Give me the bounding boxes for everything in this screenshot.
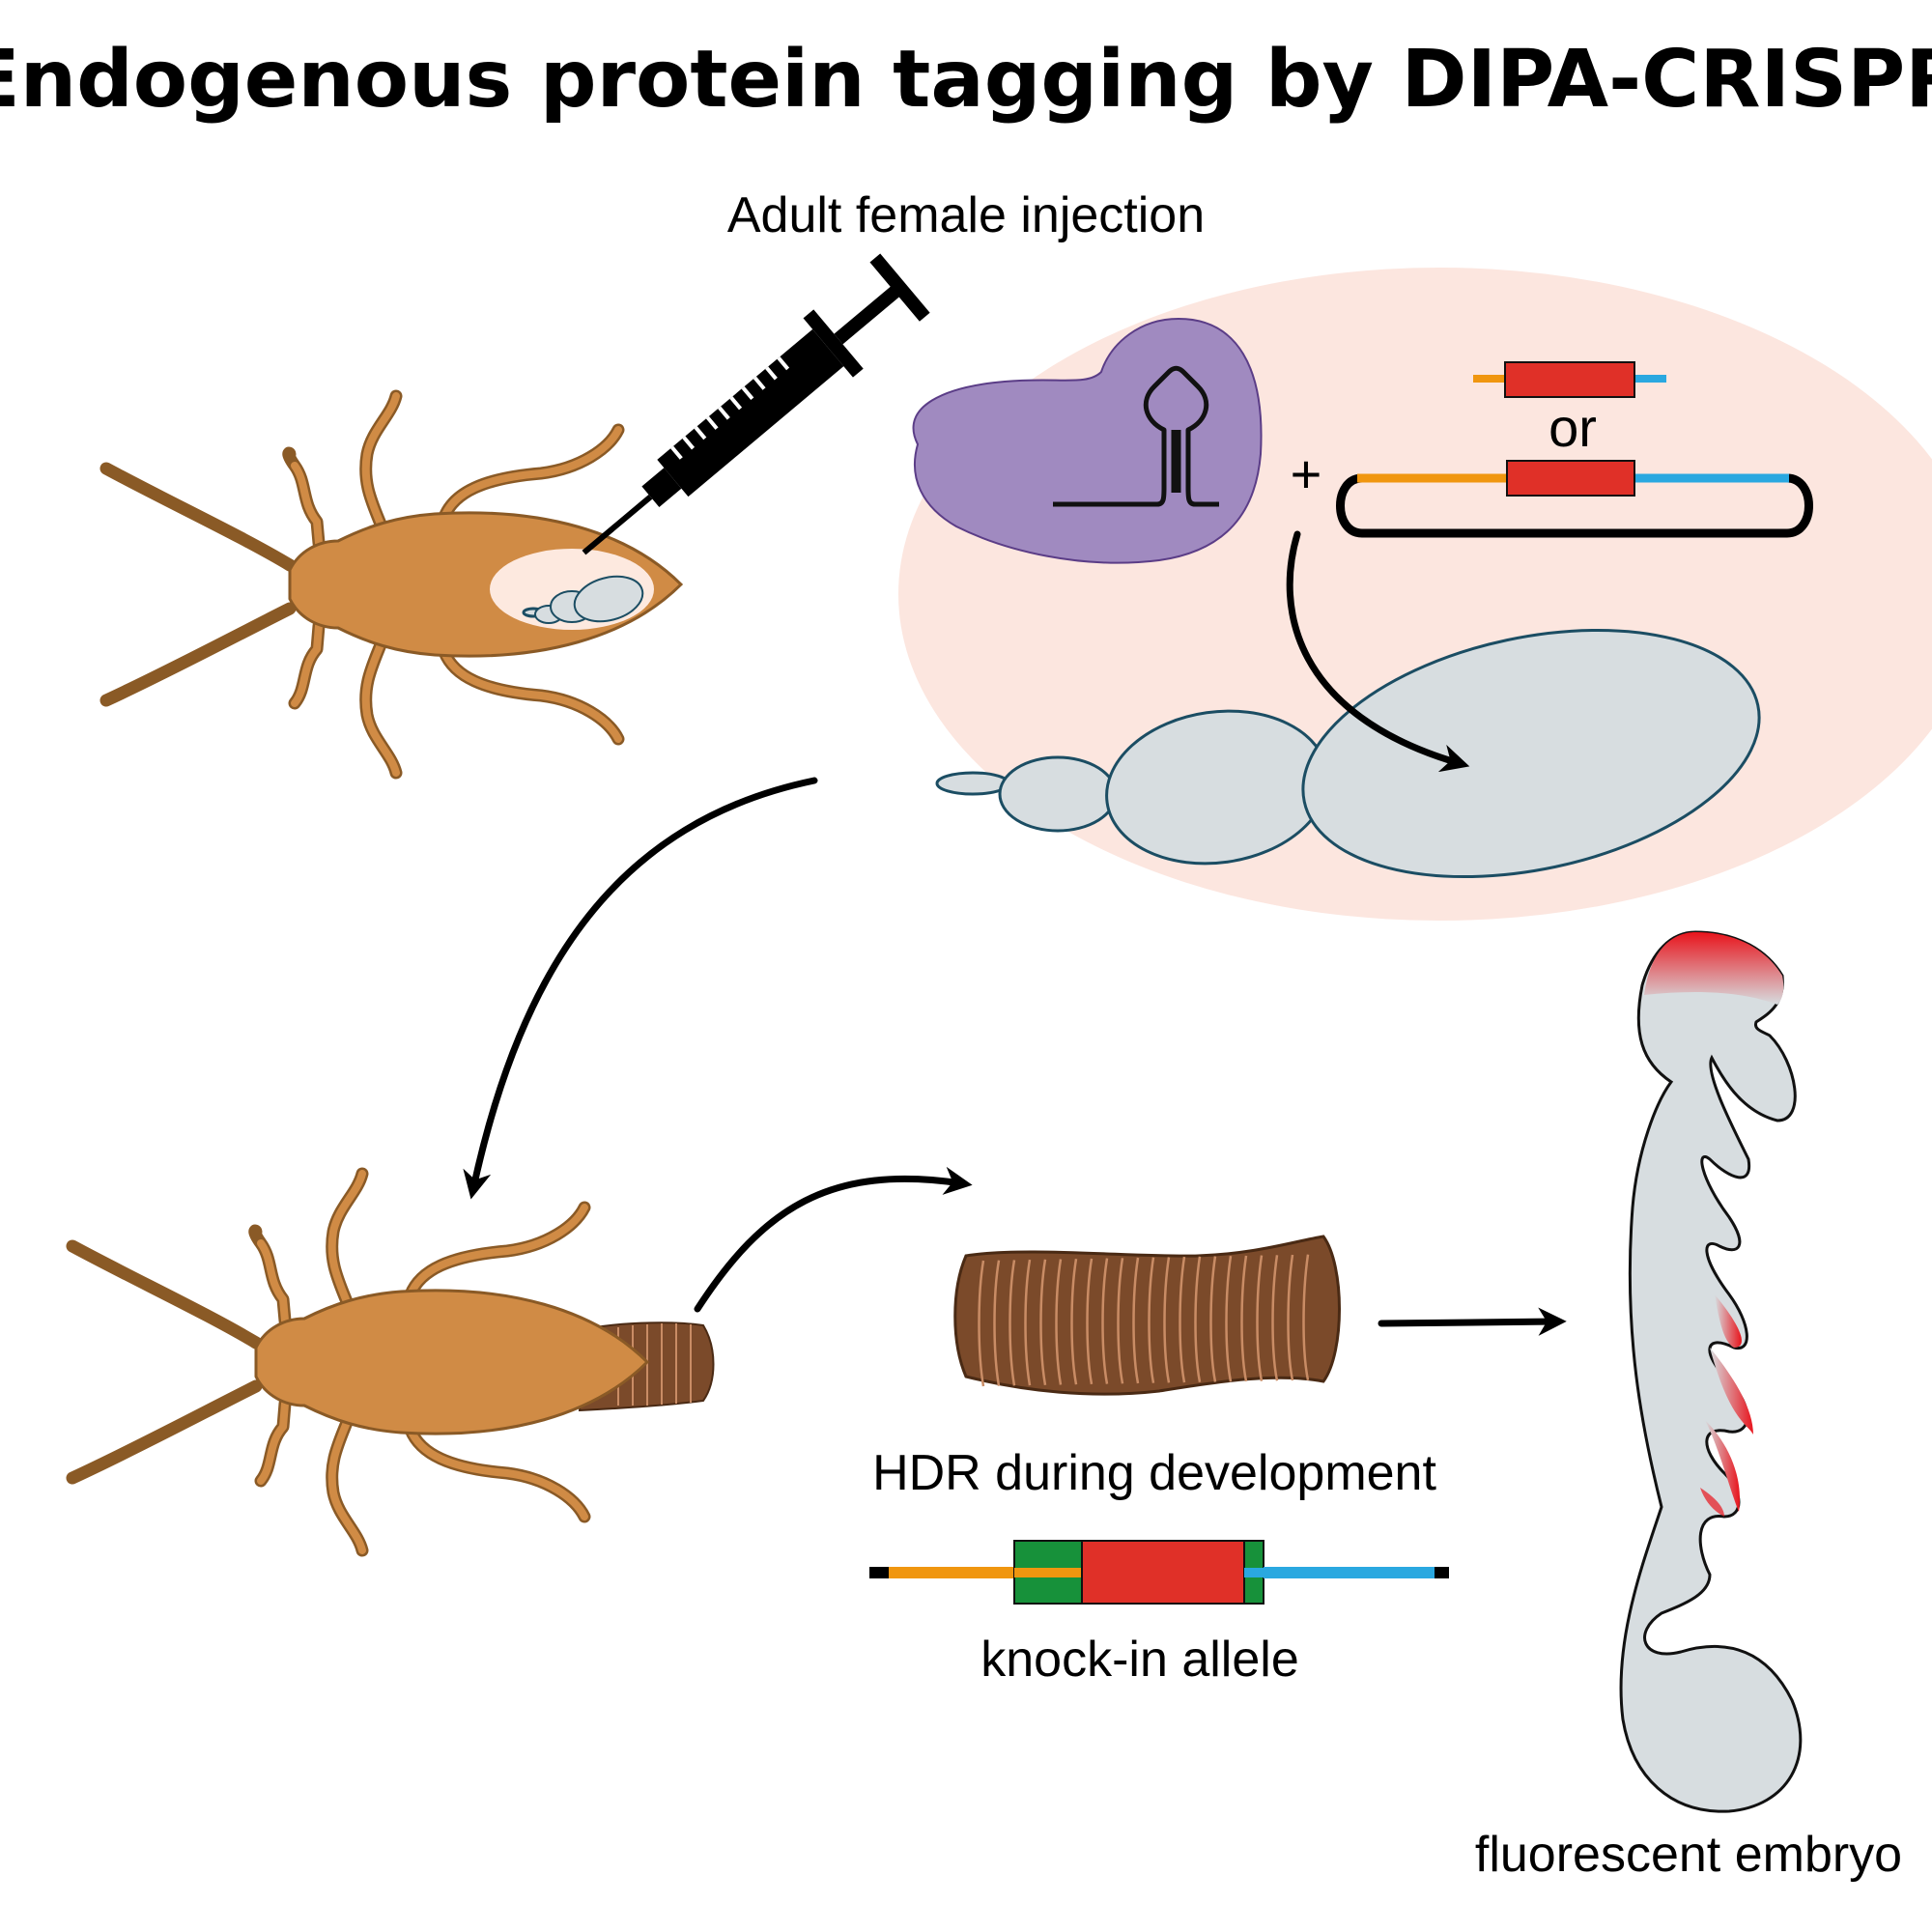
hatch-arrow <box>1378 1307 1567 1336</box>
hdr-label: HDR during development <box>872 1445 1436 1501</box>
linear-donor-icon <box>1473 361 1666 398</box>
gravid-cockroach-icon <box>72 1174 647 1550</box>
ootheca-stripe <box>993 1260 1001 1386</box>
ootheca-stripe <box>1009 1260 1016 1386</box>
ootheca-stripe <box>1024 1259 1032 1386</box>
ootheca-stripe <box>1132 1257 1140 1384</box>
syringe-icon <box>582 253 930 555</box>
knock-in-allele-icon <box>869 1540 1449 1605</box>
or-label: or <box>1548 397 1597 458</box>
ootheca-stripe <box>1055 1259 1063 1385</box>
ootheca-stripe <box>1225 1256 1233 1382</box>
ovary-icon <box>935 628 1761 879</box>
ootheca-stripe <box>1101 1258 1109 1384</box>
ootheca-stripe <box>1256 1255 1264 1381</box>
ootheca-stripe <box>1271 1255 1279 1381</box>
ootheca-stripe <box>1240 1255 1248 1382</box>
ootheca-stripe <box>1070 1258 1078 1385</box>
embryo-icon <box>1619 930 1803 1813</box>
ootheca-stripe <box>1163 1257 1171 1383</box>
ootheca-stripe <box>1039 1259 1047 1386</box>
ootheca-stripe <box>1148 1257 1155 1383</box>
injection-label: Adult female injection <box>727 187 1205 243</box>
plasmid-icon <box>1336 460 1813 538</box>
injection-arrow <box>1286 530 1470 773</box>
oviposition-arrow <box>694 1166 973 1313</box>
ootheca-stripe <box>1179 1256 1186 1383</box>
embryo-label: fluorescent embryo <box>1475 1827 1902 1883</box>
cas9-protein <box>912 317 1263 564</box>
diagram-title: Endogenous protein tagging by DIPA-CRISP… <box>0 34 1932 126</box>
allele-label: knock-in allele <box>980 1632 1299 1688</box>
ootheca-stripe <box>1209 1256 1217 1382</box>
development-arrow <box>463 777 818 1200</box>
ootheca-stripe <box>978 1260 985 1387</box>
ootheca-stripe <box>1194 1256 1202 1383</box>
top-ovary <box>490 549 654 630</box>
ootheca-stripe <box>1287 1254 1294 1381</box>
ootheca-stripe <box>1117 1258 1124 1384</box>
sgrna-icon <box>1053 365 1219 507</box>
ootheca-stripe <box>1086 1258 1094 1385</box>
plus-sign: + <box>1291 443 1322 504</box>
ootheca-stripe <box>1302 1254 1310 1380</box>
ootheca-icon <box>953 1235 1341 1396</box>
